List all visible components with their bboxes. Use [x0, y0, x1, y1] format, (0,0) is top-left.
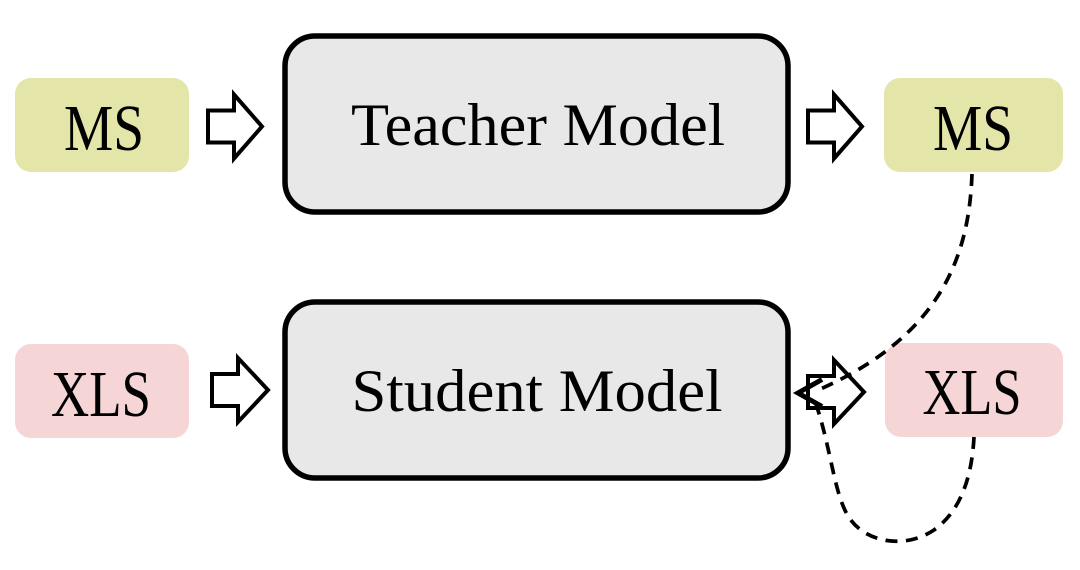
- block-arrow-right-icon: [206, 89, 265, 164]
- xls-output-box: [885, 343, 1063, 437]
- block-arrow-right-icon: [210, 352, 271, 428]
- dashed-curve-ms-to-student: [815, 173, 974, 393]
- student-model-label: Student Model: [352, 358, 723, 424]
- student-model-box: [282, 299, 791, 481]
- block-arrow-right-icon: [806, 354, 867, 430]
- ms-input-label: MS: [64, 92, 144, 165]
- teacher-model-label: Teacher Model: [351, 92, 725, 158]
- ms-output-label: MS: [933, 92, 1013, 165]
- xls-input-label: XLS: [51, 358, 151, 431]
- dashed-curve-xls-loop-to-student: [814, 403, 976, 543]
- dashed-arrowhead-left-icon: [792, 377, 824, 409]
- xls-input-box: [15, 344, 189, 438]
- ms-output-box: [884, 78, 1063, 172]
- block-arrow-right-icon: [806, 89, 865, 164]
- ms-input-box: [15, 78, 189, 172]
- xls-output-label: XLS: [923, 356, 1022, 429]
- teacher-model-box: [282, 33, 791, 215]
